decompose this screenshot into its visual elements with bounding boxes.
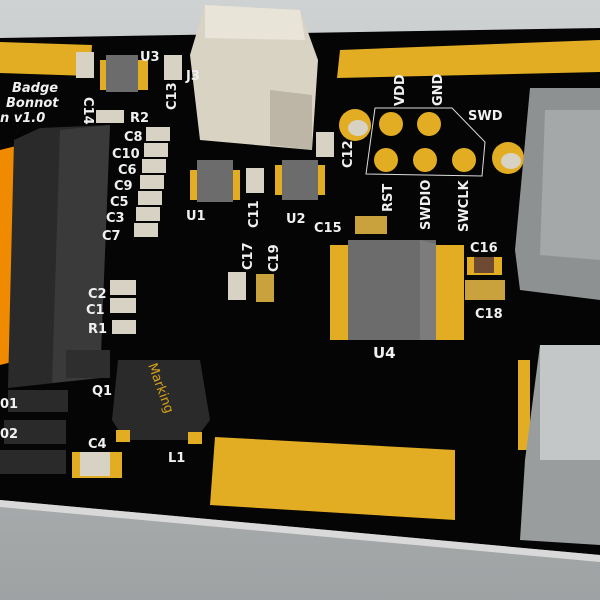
copper-pins-right — [432, 245, 464, 340]
chip-u1 — [197, 160, 233, 202]
copper-pad — [337, 40, 600, 78]
rf-module-shield — [540, 345, 600, 460]
label-c16: C16 — [470, 241, 498, 256]
connector-j3-top — [205, 5, 305, 40]
capacitor-c1 — [110, 298, 136, 313]
label-c11: C11 — [247, 200, 262, 228]
label-swdio: SWDIO — [419, 180, 434, 230]
label-c19: C19 — [267, 244, 282, 272]
label-c3: C3 — [106, 211, 125, 226]
label-c15: C15 — [314, 221, 342, 236]
label-gnd: GND — [431, 73, 446, 106]
board-title: Bonnot — [6, 96, 59, 111]
pad-swdio — [413, 148, 437, 172]
capacitor-c14 — [76, 52, 94, 78]
board-edge — [0, 500, 600, 562]
copper-pad — [138, 60, 148, 90]
chip-u4-side — [420, 240, 436, 340]
label-c1: C1 — [86, 303, 105, 318]
resistor-r2 — [96, 110, 124, 123]
label-u3: U3 — [140, 50, 160, 65]
diode — [8, 390, 68, 412]
label-r2: R2 — [130, 111, 149, 126]
capacitor-c13 — [164, 55, 182, 80]
diode — [0, 450, 66, 474]
label-u1: U1 — [186, 209, 206, 224]
label-c4: C4 — [88, 437, 107, 452]
copper-pad — [232, 170, 240, 200]
board-title: Badge — [12, 81, 58, 96]
capacitor-c11 — [246, 168, 264, 193]
label-q1: Q1 — [92, 384, 112, 399]
mounting-hole-inner — [501, 153, 521, 169]
label-j3: J3 — [185, 69, 200, 84]
label-vdd: VDD — [393, 74, 408, 106]
label-c17: C17 — [241, 242, 256, 270]
label-swclk: SWCLK — [457, 179, 472, 232]
label-u4: U4 — [373, 344, 396, 362]
capacitor-c9 — [140, 175, 164, 189]
label-swd: SWD — [468, 109, 503, 124]
resistor-r1 — [112, 320, 136, 334]
inductor-l1 — [112, 360, 210, 440]
label-c7: C7 — [102, 229, 121, 244]
capacitor-c3 — [136, 207, 160, 221]
capacitor-c12 — [316, 132, 334, 157]
pad-rst — [374, 148, 398, 172]
capacitor-c4 — [80, 452, 110, 476]
label-rst: RST — [381, 184, 396, 212]
swd-outline — [365, 107, 486, 177]
chip-u2 — [282, 160, 318, 200]
capacitor-c2 — [110, 280, 136, 295]
label-c13: C13 — [165, 82, 180, 110]
label-u2: U2 — [286, 212, 306, 227]
label-c8: C8 — [124, 130, 143, 145]
copper-pad — [0, 42, 92, 76]
capacitor-c18 — [465, 280, 505, 300]
sd-card-socket-top — [540, 110, 600, 260]
label-r1: R1 — [88, 322, 107, 337]
copper-pad — [275, 165, 283, 195]
label-q-b: 02 — [0, 427, 18, 442]
copper-pad — [100, 60, 110, 90]
capacitor-c17 — [228, 272, 246, 300]
label-c6: C6 — [118, 163, 137, 178]
label-c9: C9 — [114, 179, 133, 194]
capacitor-c15 — [355, 216, 387, 234]
copper-pad — [210, 437, 455, 520]
copper-pad — [116, 430, 130, 442]
capacitor-c10 — [144, 143, 168, 157]
capacitor-c7 — [134, 223, 158, 237]
pad-vdd — [379, 112, 403, 136]
capacitor-column — [134, 127, 170, 237]
capacitor-c16 — [474, 257, 494, 273]
connector-j3-side — [270, 90, 312, 150]
pad-gnd — [417, 112, 441, 136]
board-version: n v1.0 — [0, 111, 45, 126]
copper-pad — [190, 170, 198, 200]
label-c5: C5 — [110, 195, 129, 210]
chip-u3 — [106, 55, 138, 92]
label-l1: L1 — [168, 451, 185, 466]
label-c2: C2 — [88, 287, 107, 302]
transistor-q1 — [66, 350, 110, 378]
capacitor-c19 — [256, 274, 274, 302]
capacitor-c5 — [138, 191, 162, 205]
mounting-hole-inner — [348, 120, 368, 136]
label-q-a: 01 — [0, 397, 18, 412]
label-c14: C14 — [80, 97, 95, 125]
diode — [4, 420, 66, 444]
label-c10: C10 — [112, 147, 140, 162]
capacitor-c6 — [142, 159, 166, 173]
label-c12: C12 — [341, 140, 356, 168]
pad-swclk — [452, 148, 476, 172]
capacitor-c8 — [146, 127, 170, 141]
module-pads — [518, 360, 530, 450]
copper-pad — [317, 165, 325, 195]
label-c18: C18 — [475, 307, 503, 322]
copper-pad — [188, 432, 202, 444]
display-connector-side — [52, 125, 110, 383]
